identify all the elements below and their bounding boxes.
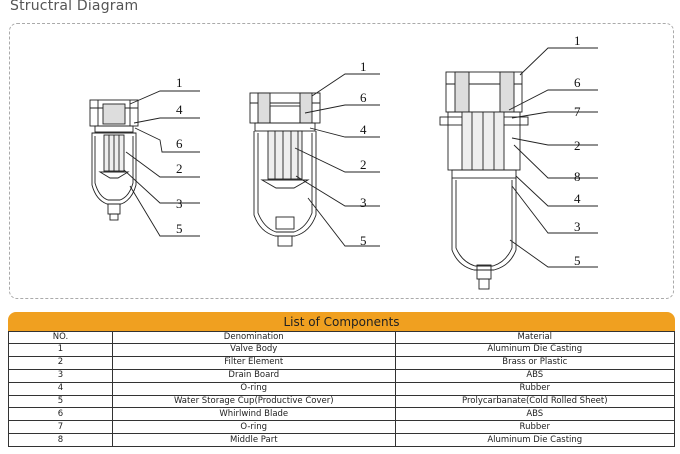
large-callout-7: 7 <box>574 104 581 119</box>
row-denomination: Drain Board <box>111 368 396 383</box>
row-number: 4 <box>8 381 113 396</box>
row-number: 2 <box>8 355 113 370</box>
column-header-material: Material <box>394 331 676 344</box>
table-row: 8 Middle Part Aluminum Die Casting <box>8 433 676 448</box>
column-header-denomination: Denomination <box>111 331 396 344</box>
row-material: Rubber <box>394 420 676 435</box>
row-material: Brass or Plastic <box>394 355 676 370</box>
components-heading: List of Components <box>8 312 675 331</box>
small-filter-callouts: 1 4 6 2 3 5 <box>176 75 183 236</box>
row-material: Aluminum Die Casting <box>394 433 676 448</box>
row-material: Rubber <box>394 381 676 396</box>
medium-callout-2: 2 <box>360 157 367 172</box>
large-filter-callouts: 1 6 7 2 8 4 3 5 <box>574 33 581 268</box>
small-callout-2: 2 <box>176 161 183 176</box>
row-material: Prolycarbanate(Cold Rolled Sheet) <box>394 394 676 409</box>
row-denomination: O-ring <box>111 381 396 396</box>
row-denomination: Middle Part <box>111 433 396 448</box>
row-number: 7 <box>8 420 113 435</box>
large-callout-3: 3 <box>574 219 581 234</box>
row-number: 1 <box>8 343 113 357</box>
small-callout-5: 5 <box>176 221 183 236</box>
small-callout-1: 1 <box>176 75 183 90</box>
row-number: 8 <box>8 433 113 448</box>
row-denomination: Water Storage Cup(Productive Cover) <box>111 394 396 409</box>
large-callout-4: 4 <box>574 191 581 206</box>
table-row: 6 Whirlwind Blade ABS <box>8 407 676 422</box>
large-callout-8: 8 <box>574 169 581 184</box>
table-row: 2 Filter Element Brass or Plastic <box>8 355 676 370</box>
column-header-no: NO. <box>8 331 113 344</box>
row-material: ABS <box>394 368 676 383</box>
diagram-frame <box>9 23 674 299</box>
medium-callout-1: 1 <box>360 59 367 74</box>
row-denomination: Whirlwind Blade <box>111 407 396 422</box>
structural-diagram: 1 4 6 2 3 5 1 6 4 2 3 5 <box>89 33 598 290</box>
page-title: Structral Diagram <box>10 0 139 14</box>
large-callout-6: 6 <box>574 75 581 90</box>
row-number: 6 <box>8 407 113 422</box>
table-row: 1 Valve Body Aluminum Die Casting <box>8 343 676 357</box>
medium-callout-4: 4 <box>360 122 367 137</box>
row-number: 3 <box>8 368 113 383</box>
medium-filter-callouts: 1 6 4 2 3 5 <box>360 59 367 248</box>
table-header-row: NO. Denomination Material <box>8 331 676 344</box>
row-number: 5 <box>8 394 113 409</box>
large-callout-5: 5 <box>574 253 581 268</box>
row-material: Aluminum Die Casting <box>394 343 676 357</box>
row-denomination: O-ring <box>111 420 396 435</box>
row-material: ABS <box>394 407 676 422</box>
medium-callout-3: 3 <box>360 195 367 210</box>
medium-filter-drawing <box>249 73 380 247</box>
large-filter-drawing <box>439 47 598 290</box>
row-denomination: Valve Body <box>111 343 396 357</box>
table-row: 5 Water Storage Cup(Productive Cover) Pr… <box>8 394 676 409</box>
table-row: 7 O-ring Rubber <box>8 420 676 435</box>
row-denomination: Filter Element <box>111 355 396 370</box>
small-callout-6: 6 <box>176 136 183 151</box>
components-table: NO. Denomination Material 1 Valve Body A… <box>8 331 676 448</box>
table-row: 3 Drain Board ABS <box>8 368 676 383</box>
medium-callout-6: 6 <box>360 90 367 105</box>
small-filter-drawing <box>89 90 200 237</box>
large-callout-1: 1 <box>574 33 581 48</box>
small-callout-3: 3 <box>176 196 183 211</box>
table-row: 4 O-ring Rubber <box>8 381 676 396</box>
large-callout-2: 2 <box>574 138 581 153</box>
small-callout-4: 4 <box>176 102 183 117</box>
medium-callout-5: 5 <box>360 233 367 248</box>
